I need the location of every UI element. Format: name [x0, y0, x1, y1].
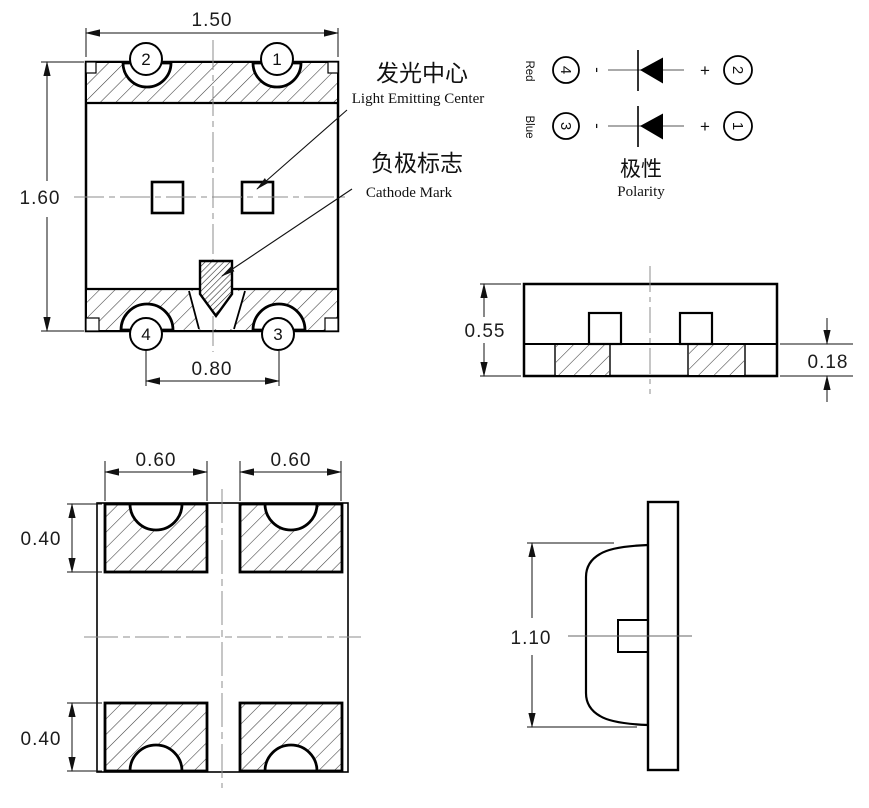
- dimension-body-height: 0.55: [465, 283, 521, 377]
- pin-number: 4: [557, 66, 574, 74]
- dim-label: 0.40: [21, 529, 62, 550]
- castellation-notch: [128, 743, 184, 773]
- label-cathode-en: Cathode Mark: [366, 185, 453, 201]
- side-profile-view: 1.10: [511, 500, 692, 772]
- dim-label: 0.18: [808, 352, 849, 373]
- lens-bump: [678, 311, 714, 346]
- leader-light-center: [256, 109, 348, 190]
- dim-label: 0.40: [21, 729, 62, 750]
- label-cathode-zh: 负极标志: [371, 151, 463, 176]
- dimension-profile-height: 1.10: [511, 542, 637, 728]
- pin-number: 1: [272, 50, 281, 69]
- dim-label: 1.10: [511, 628, 552, 649]
- corner-relief: [85, 317, 100, 332]
- corner-relief: [324, 317, 339, 332]
- polarity-title-en: Polarity: [617, 184, 665, 200]
- dimension-terminal-height: 0.18: [780, 318, 853, 402]
- pin-number: 3: [273, 325, 282, 344]
- plus-sign: +: [700, 117, 710, 136]
- dimension-height: 1.60: [20, 61, 84, 332]
- pin-number: 2: [729, 66, 746, 74]
- pin-balloon-3: 3: [261, 317, 295, 351]
- callouts: 发光中心 Light Emitting Center 负极标志 Cathode …: [221, 61, 484, 277]
- minus-sign: -: [588, 67, 607, 73]
- diode-symbol-blue: [608, 106, 684, 147]
- dim-label: 0.80: [192, 359, 233, 380]
- pin-number: 2: [141, 50, 150, 69]
- dim-label: 0.55: [465, 321, 506, 342]
- bottom-view: 0.60 0.60 0.40 0.40: [21, 450, 361, 788]
- leader-cathode-mark: [221, 188, 353, 277]
- diode-symbol-red: [608, 50, 684, 91]
- pin-balloon: [552, 112, 580, 140]
- polarity-row-red: Red 4 - + 2: [523, 50, 753, 91]
- corner-relief: [327, 61, 339, 74]
- dimension-pad-width-left: 0.60: [104, 450, 208, 501]
- polarity-diagram: Red 4 - + 2 Blue 3 - +: [523, 50, 753, 200]
- terminal-plating: [556, 345, 609, 375]
- dimension-pad-width-right: 0.60: [239, 450, 342, 501]
- polarity-title-zh: 极性: [620, 157, 662, 181]
- label-light-center-en: Light Emitting Center: [352, 91, 484, 107]
- pin-balloon: [723, 111, 753, 141]
- color-label-red: Red: [523, 60, 535, 81]
- pin-balloon-2: 2: [129, 42, 163, 76]
- pin-number: 3: [557, 122, 574, 130]
- pin-balloon-4: 4: [129, 317, 163, 351]
- dim-label: 0.60: [136, 450, 177, 471]
- plus-sign: +: [700, 61, 710, 80]
- dim-label: 1.50: [192, 10, 233, 31]
- polarity-row-blue: Blue 3 - + 1: [523, 106, 753, 147]
- label-light-center-zh: 发光中心: [376, 61, 468, 86]
- pin-number: 4: [141, 325, 150, 344]
- top-view: 2 1 4 3 1.50 1.60: [20, 10, 350, 386]
- pin-balloon: [552, 56, 580, 84]
- pin-number: 1: [729, 122, 746, 130]
- dimension-pad-height-top: 0.40: [21, 503, 102, 573]
- lens-bump: [587, 311, 623, 346]
- dimension-pad-height-bottom: 0.40: [21, 702, 102, 772]
- castellation-notch: [128, 502, 184, 532]
- minus-sign: -: [588, 123, 607, 129]
- front-view: 0.55 0.18: [465, 266, 853, 402]
- color-label-blue: Blue: [523, 115, 535, 138]
- terminal-plating: [689, 345, 744, 375]
- castellation-notch: [263, 743, 319, 773]
- corner-relief: [85, 61, 97, 74]
- dim-label: 0.60: [271, 450, 312, 471]
- pin-balloon: [723, 55, 753, 85]
- dim-label: 1.60: [20, 188, 61, 209]
- dimension-pitch: 0.80: [145, 351, 280, 386]
- castellation-notch: [263, 502, 319, 532]
- dimension-width: 1.50: [85, 10, 339, 57]
- pin-balloon-1: 1: [260, 42, 294, 76]
